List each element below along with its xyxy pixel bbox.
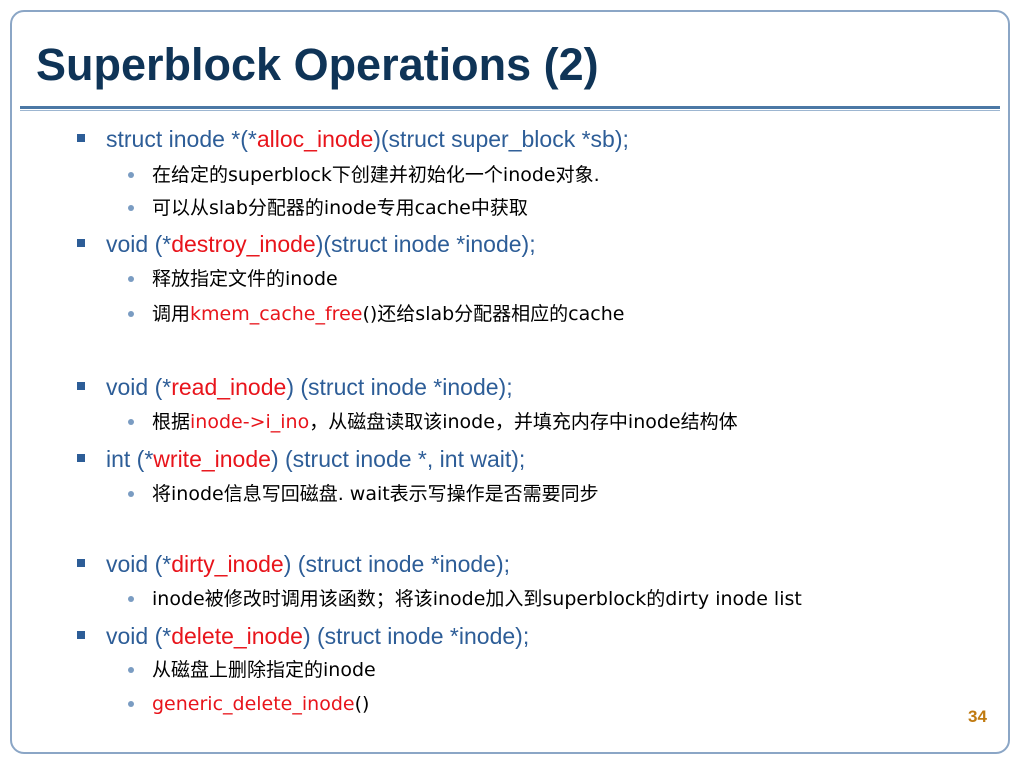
function-name-delete-inode: delete_inode [171,623,303,649]
item-text: 释放指定文件的inode [152,268,338,290]
item-text-suffix: )(struct inode *inode); [315,231,536,257]
round-bullet-icon [128,667,134,673]
function-name-destroy-inode: destroy_inode [171,231,316,257]
function-name-dirty-inode: dirty_inode [171,551,284,577]
item-text-suffix: ) (struct inode *inode); [286,374,513,400]
function-name-write-inode: write_inode [153,446,271,472]
function-name-alloc-inode: alloc_inode [256,126,374,152]
item-text-prefix: int (* [106,446,154,472]
field-name-i-ino: inode->i_ino [190,411,310,433]
item-text: 在给定的superblock下创建并初始化一个inode对象. [152,164,600,186]
item-text-suffix: ，从磁盘读取该inode，并填充内存中inode结构体 [309,411,738,433]
item-text-suffix: ()还给slab分配器相应的cache [362,303,625,325]
item-text-suffix: )(struct super_block *sb); [373,126,629,152]
function-name-generic-delete-inode: generic_delete_inode [152,693,355,715]
round-bullet-icon [128,491,134,497]
square-bullet-icon [77,382,85,390]
item-text-prefix: void (* [106,374,172,400]
round-bullet-icon [128,596,134,602]
item-text-prefix: void (* [106,231,172,257]
square-bullet-icon [77,134,85,142]
item-text: 将inode信息写回磁盘. wait表示写操作是否需要同步 [152,483,599,505]
item-text: 从磁盘上删除指定的inode [152,659,376,681]
round-bullet-icon [128,276,134,282]
title-divider [20,106,1000,109]
item-text: inode被修改时调用该函数；将该inode加入到superblock的dirt… [152,588,802,610]
function-name-read-inode: read_inode [171,374,287,400]
square-bullet-icon [77,239,85,247]
square-bullet-icon [77,631,85,639]
round-bullet-icon [128,205,134,211]
round-bullet-icon [128,172,134,178]
item-text-prefix: 调用 [152,303,191,325]
square-bullet-icon [77,559,85,567]
item-text-suffix: () [354,693,370,715]
round-bullet-icon [128,701,134,707]
item-text-prefix: void (* [106,623,172,649]
item-text-suffix: ) (struct inode *, int wait); [270,446,526,472]
item-text-suffix: ) (struct inode *inode); [283,551,511,577]
round-bullet-icon [128,311,134,317]
item-text-suffix: ) (struct inode *inode); [302,623,530,649]
function-name-kmem-cache-free: kmem_cache_free [190,303,363,325]
item-text: 可以从slab分配器的inode专用cache中获取 [152,197,528,219]
slide-frame [10,10,1010,754]
item-text-prefix: 根据 [152,411,191,433]
square-bullet-icon [77,454,85,462]
item-text-prefix: struct inode *(* [106,126,257,152]
slide-title: Superblock Operations (2) [36,39,599,90]
title-divider-thin [20,110,1000,111]
round-bullet-icon [128,419,134,425]
page-number: 34 [968,707,987,726]
item-text-prefix: void (* [106,551,172,577]
